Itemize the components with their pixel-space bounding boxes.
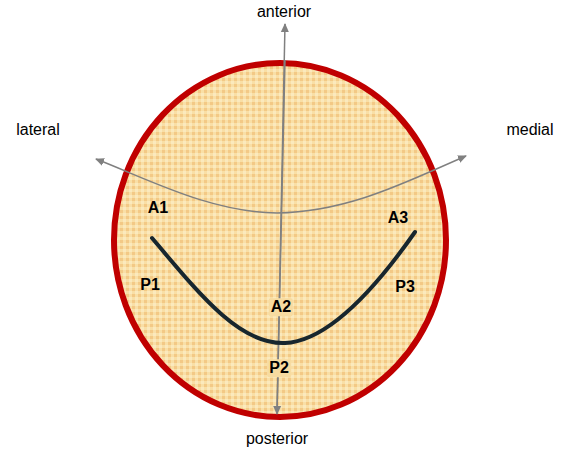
coaptation-line — [152, 232, 415, 343]
axis-label: posterior — [246, 430, 308, 448]
axis-label: lateral — [16, 121, 60, 139]
scallop-label: A2 — [269, 298, 293, 316]
scallop-label: A1 — [148, 199, 168, 217]
scallop-label: P3 — [395, 278, 415, 296]
scallop-label: A3 — [388, 209, 408, 227]
scallop-label: P2 — [267, 359, 291, 377]
axis-label: medial — [506, 121, 553, 139]
anterior-axis — [277, 24, 285, 414]
lateral-axis — [96, 159, 277, 213]
scallop-label: P1 — [140, 276, 160, 294]
axis-label: anterior — [257, 3, 311, 21]
medial-axis — [277, 156, 466, 213]
